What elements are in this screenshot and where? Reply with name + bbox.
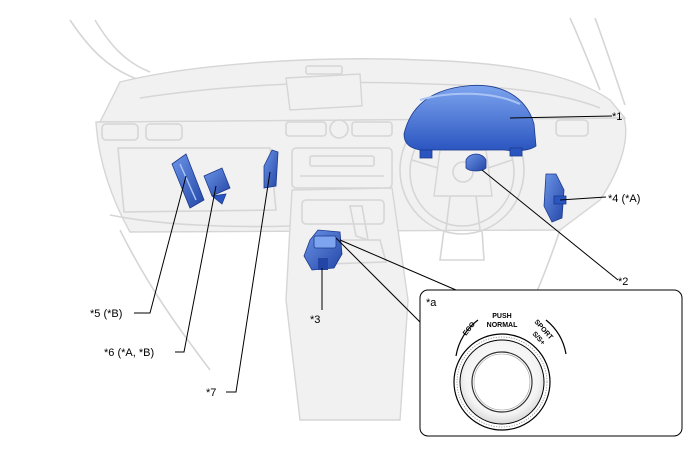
- left-module-part: [171, 153, 205, 209]
- callout-7: *7: [206, 387, 216, 399]
- leader-lines: [134, 115, 619, 393]
- callout-4: *4 (*A): [608, 193, 640, 205]
- steering-switch-part: [465, 153, 487, 172]
- dash-switch-part: [263, 149, 279, 189]
- mode-label-push: PUSH: [492, 313, 511, 320]
- mode-label-normal: NORMAL: [487, 322, 518, 329]
- callout-1: *1: [612, 111, 622, 123]
- detail-inset: *a ECO SPORT S/S+ PUSH NORMAL: [419, 289, 683, 437]
- callout-5: *5 (*B): [90, 308, 122, 320]
- center-left-module-part: [203, 167, 231, 205]
- drive-mode-switch-part: [303, 229, 343, 271]
- callout-6: *6 (*A, *B): [104, 347, 154, 359]
- combination-meter-part: [403, 84, 537, 159]
- callout-3: *3: [310, 314, 320, 326]
- callout-2: *2: [618, 276, 628, 288]
- detail-label: *a: [426, 297, 437, 309]
- drive-mode-knob: [453, 333, 551, 431]
